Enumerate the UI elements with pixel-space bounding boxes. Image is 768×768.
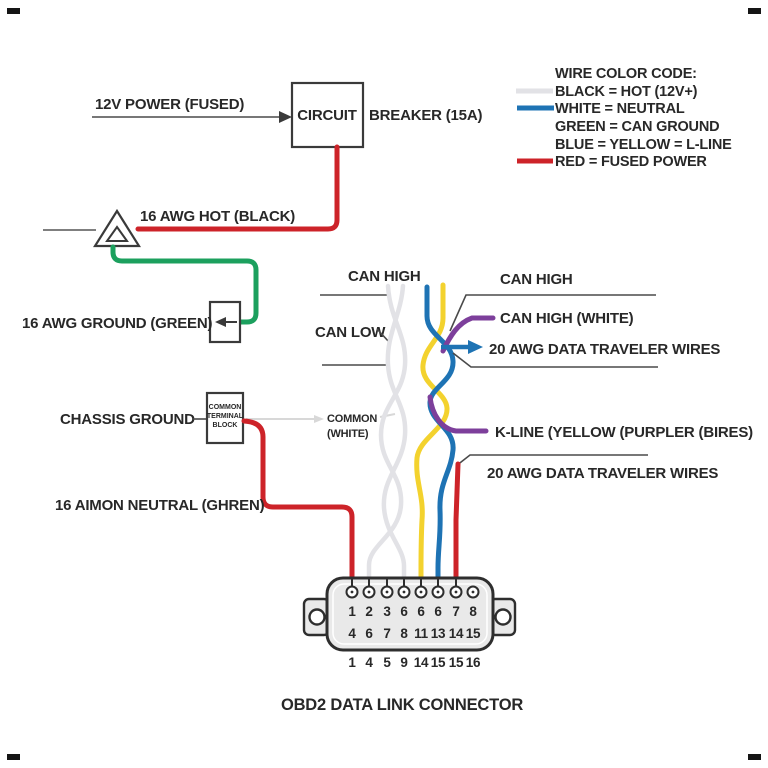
data-wires-line-2 [455, 454, 648, 467]
pin-numbers-row1: 1 2 3 6 6 6 7 8 [348, 604, 477, 619]
svg-text:7: 7 [383, 626, 390, 641]
svg-text:6: 6 [434, 604, 442, 619]
svg-text:15: 15 [431, 655, 446, 670]
corner-mark [748, 8, 761, 14]
corner-mark [7, 754, 20, 760]
mount-hole-left [308, 608, 326, 626]
svg-text:15: 15 [466, 626, 481, 641]
connector-title: OBD2 DATA LINK CONNECTOR [281, 696, 523, 714]
pin-numbers-row3: 1 4 5 9 14 15 15 16 [348, 655, 481, 670]
hot-wire-red [135, 144, 340, 232]
white-wire-b [381, 283, 408, 585]
terminal-block-line3: BLOCK [213, 422, 238, 429]
arrow-right-icon [279, 111, 292, 123]
legend: WIRE COLOR CODE: BLACK = HOT (12V+) WHIT… [516, 66, 732, 170]
svg-text:4: 4 [365, 655, 373, 670]
svg-text:5: 5 [383, 655, 391, 670]
can-high-right-line [449, 294, 656, 332]
data-wires-label-1: 20 AWG DATA TRAVELER WIRES [489, 341, 720, 358]
obd2-connector: 1 2 3 6 6 6 7 8 4 6 7 8 11 13 14 15 1 4 … [281, 576, 524, 714]
hot-wire-label: 16 AWG HOT (BLACK) [140, 208, 295, 225]
ground-wire-label: 16 AWG GROUND (GREEN) [22, 315, 212, 332]
neutral-wire-red [241, 418, 355, 585]
arrow-right-gray-icon [314, 415, 324, 423]
svg-text:4: 4 [348, 626, 356, 641]
circuit-breaker-box [290, 81, 365, 149]
svg-text:11: 11 [414, 626, 429, 641]
svg-text:8: 8 [469, 604, 477, 619]
corner-mark [7, 8, 20, 14]
ground-wire-green [110, 244, 259, 325]
k-line-wire-yellow [414, 282, 450, 585]
breaker-rating-label: BREAKER (15A) [369, 107, 482, 124]
fused-power-wire-red [453, 461, 461, 585]
svg-text:2: 2 [365, 604, 372, 619]
svg-text:7: 7 [452, 604, 459, 619]
can-high-left-label: CAN HIGH [348, 268, 421, 285]
legend-row-black: BLACK = HOT (12V+) [555, 84, 698, 100]
power-input-label: 12V POWER (FUSED) [95, 96, 244, 113]
svg-text:14: 14 [449, 626, 464, 641]
can-high-right-label: CAN HIGH [500, 271, 573, 288]
svg-text:1: 1 [348, 604, 356, 619]
svg-text:6: 6 [365, 626, 373, 641]
svg-text:3: 3 [383, 604, 391, 619]
fuse-triangle-inner-icon [105, 225, 129, 242]
svg-text:14: 14 [414, 655, 429, 670]
legend-row-white: WHITE = NEUTRAL [555, 101, 685, 117]
data-wires-label-2: 20 AWG DATA TRAVELER WIRES [487, 465, 718, 482]
terminal-block-box [205, 391, 245, 445]
common-white-line2: (WHITE) [327, 428, 369, 440]
legend-row-red: RED = FUSED POWER [555, 154, 707, 170]
can-high-white-label: CAN HIGH (WHITE) [500, 310, 634, 327]
corner-mark [748, 754, 761, 760]
common-white-line1: COMMON [327, 413, 377, 425]
svg-text:16: 16 [466, 655, 481, 670]
svg-text:13: 13 [431, 626, 446, 641]
neutral-wire-label: 16 AIMON NEUTRAL (GHREN) [55, 497, 265, 514]
svg-text:6: 6 [400, 604, 408, 619]
svg-text:15: 15 [449, 655, 464, 670]
pin-numbers-row2: 4 6 7 8 11 13 14 15 [348, 626, 481, 641]
legend-row-green: GREEN = CAN GROUND [555, 119, 719, 135]
terminal-block-line2: TERMINAL [207, 413, 244, 420]
data-wires-line-1 [452, 352, 658, 368]
chassis-section: CHASSIS GROUND COMMON TERMINAL BLOCK COM… [55, 391, 396, 585]
chassis-ground-label: CHASSIS GROUND [60, 411, 195, 428]
connector-body-inner [332, 583, 488, 645]
svg-text:9: 9 [400, 655, 407, 670]
svg-text:6: 6 [417, 604, 425, 619]
arrow-right-blue-icon [468, 340, 483, 354]
legend-row-blue: BLUE = YELLOW = L-LINE [555, 137, 732, 153]
mount-hole-right [494, 608, 512, 626]
power-section: 12V POWER (FUSED) CIRCUIT BREAKER (15A) … [22, 81, 483, 344]
svg-text:1: 1 [348, 655, 356, 670]
legend-title: WIRE COLOR CODE: [555, 66, 697, 82]
can-low-label: CAN LOW [315, 324, 386, 341]
k-line-branch-wire-purple [427, 394, 489, 434]
pin-holes [345, 585, 480, 599]
arrow-left-icon [215, 317, 226, 327]
terminal-block-line1: COMMON [209, 404, 242, 411]
bus-section: CAN HIGH CAN LOW CAN HIGH CAN HIGH (WHIT… [315, 268, 753, 585]
svg-text:8: 8 [400, 626, 408, 641]
breaker-box-label: CIRCUIT [297, 107, 356, 124]
k-line-label: K-LINE (YELLOW (PURPLER (BIRES) [495, 424, 753, 441]
